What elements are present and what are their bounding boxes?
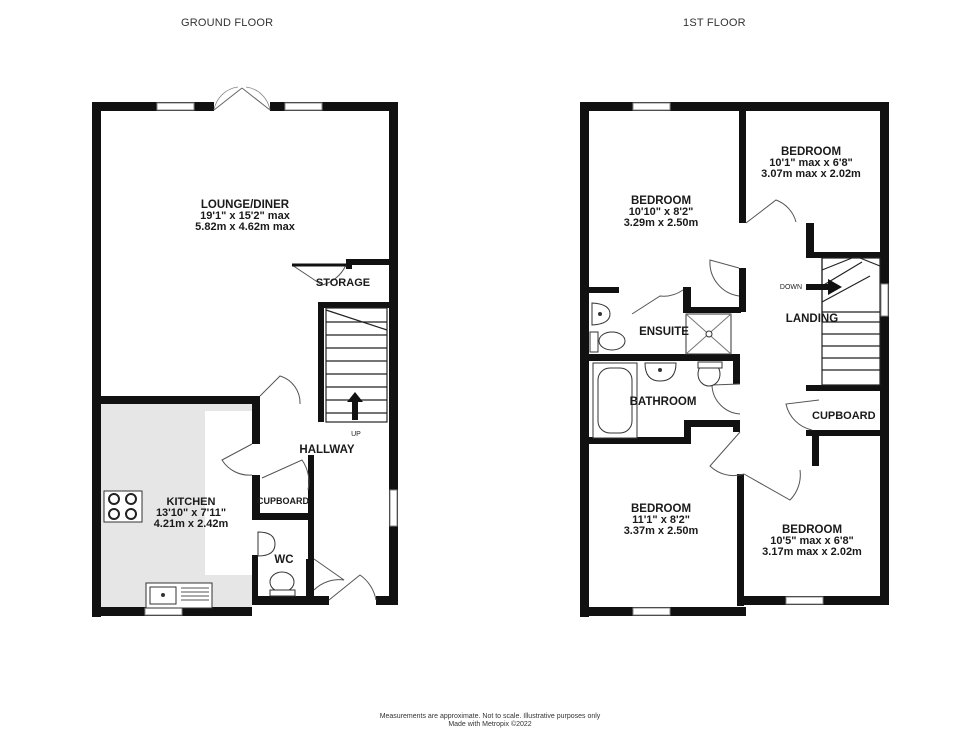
lounge-dim-metric: 5.82m x 4.62m max xyxy=(195,221,296,233)
bedroom3-dim-metric: 3.37m x 2.50m xyxy=(624,525,699,537)
bedroom3-name: BEDROOM xyxy=(631,503,691,515)
shower-tray-icon xyxy=(685,313,732,355)
bedroom4-dim-imperial: 10'5" max x 6'8" xyxy=(770,535,854,547)
toilet-icon xyxy=(269,571,296,597)
stairs-down-label: DOWN xyxy=(780,284,802,291)
kitchen-name: KITCHEN xyxy=(167,496,216,508)
bathtub-icon xyxy=(592,362,638,439)
kitchen-dim-metric: 4.21m x 2.42m xyxy=(154,518,229,530)
bedroom3-dim-imperial: 11'1" x 8'2" xyxy=(632,514,690,526)
stairs-down-arrow-icon xyxy=(806,279,842,295)
lounge-name: LOUNGE/DINER xyxy=(201,199,290,211)
ground-interior-walls xyxy=(100,259,389,599)
first-interior-walls xyxy=(589,110,881,606)
bedroom4-dim-metric: 3.17m max x 2.02m xyxy=(762,546,862,558)
bathroom-name: BATHROOM xyxy=(630,396,697,408)
cupboard-ground-name: CUPBOARD xyxy=(257,496,310,506)
ensuite-name: ENSUITE xyxy=(639,326,689,338)
first-staircase xyxy=(821,257,881,386)
bedroom2-dim-metric: 3.07m max x 2.02m xyxy=(761,168,861,180)
first-floor-plan xyxy=(580,102,889,617)
ground-floor-plan xyxy=(92,86,398,617)
ensuite-basin-icon xyxy=(591,302,611,326)
ground-floor-title: GROUND FLOOR xyxy=(181,17,274,29)
hallway-name: HALLWAY xyxy=(299,444,354,456)
stairs-up-arrow-icon xyxy=(347,392,363,420)
first-floor-title: 1ST FLOOR xyxy=(683,17,746,29)
footer-disclaimer: Measurements are approximate. Not to sca… xyxy=(379,713,601,720)
hob-icon xyxy=(103,490,143,523)
bedroom1-name: BEDROOM xyxy=(631,195,691,207)
footer-credit: Made with Metropix ©2022 xyxy=(448,721,532,728)
bedroom1-dim-imperial: 10'10" x 8'2" xyxy=(629,206,694,218)
kitchen-worktop xyxy=(100,404,252,613)
first-door-swings xyxy=(631,199,820,501)
bedroom1-dim-metric: 3.29m x 2.50m xyxy=(624,217,699,229)
stairs-up-label: UP xyxy=(351,431,361,438)
lounge-dim-imperial: 19'1" x 15'2" max xyxy=(200,210,291,222)
bedroom4-name: BEDROOM xyxy=(782,524,842,536)
ensuite-toilet-icon xyxy=(589,331,626,353)
storage-name: STORAGE xyxy=(316,277,370,289)
bedroom2-name: BEDROOM xyxy=(781,146,841,158)
landing-name: LANDING xyxy=(786,313,838,325)
kitchen-dim-imperial: 13'10" x 7'11" xyxy=(156,507,226,519)
ground-door-swings xyxy=(221,264,377,601)
wc-basin-icon xyxy=(257,531,276,557)
wc-name: WC xyxy=(274,554,293,566)
bathroom-basin-icon xyxy=(644,362,677,382)
kitchen-sink-icon xyxy=(145,582,213,609)
bathroom-toilet-icon xyxy=(697,361,723,387)
cupboard-first-name: CUPBOARD xyxy=(812,410,876,422)
bedroom2-dim-imperial: 10'1" max x 6'8" xyxy=(769,157,853,169)
